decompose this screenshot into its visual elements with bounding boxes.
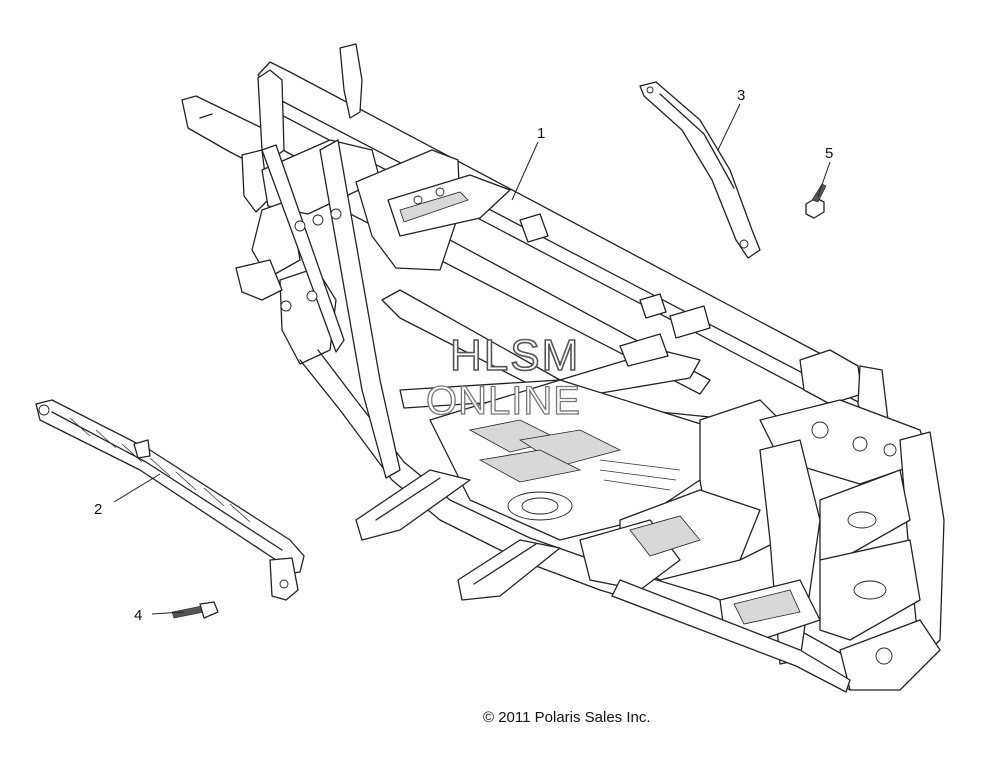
leader-1 — [511, 141, 539, 201]
watermark-line1: HLSM — [450, 331, 580, 380]
callout-3-label: 3 — [737, 87, 745, 104]
copyright-text: © 2011 Polaris Sales Inc. — [483, 709, 651, 726]
leader-3 — [717, 103, 741, 151]
watermark: HLSM ONLINE — [425, 330, 581, 423]
callout-5-label: 5 — [825, 145, 833, 162]
part-5-bolt — [805, 183, 827, 219]
part-4-bolt — [171, 601, 219, 619]
callout-1-label: 1 — [537, 125, 545, 142]
part-3-support-bar — [639, 81, 761, 259]
watermark-line2: ONLINE — [426, 379, 581, 423]
leader-5 — [817, 161, 831, 197]
leader-4 — [151, 611, 185, 615]
main-frame — [181, 43, 945, 693]
leader-2 — [113, 473, 161, 503]
callout-2-label: 2 — [94, 501, 102, 518]
part-2-side-rail — [35, 399, 305, 601]
callout-4-label: 4 — [134, 607, 142, 624]
callout-leaders — [113, 103, 831, 615]
